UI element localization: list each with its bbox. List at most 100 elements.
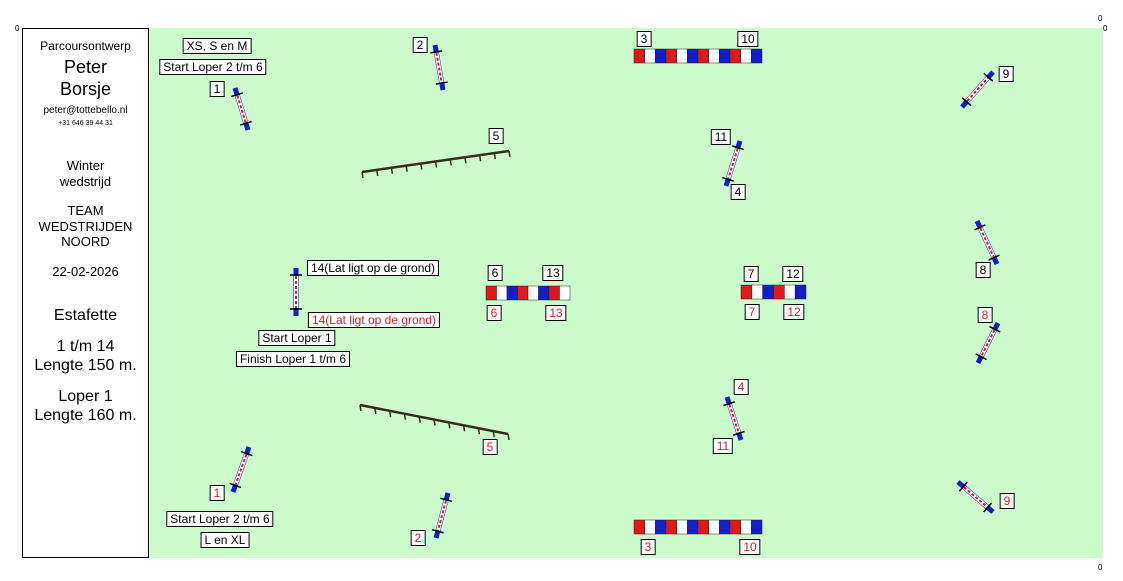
competition-type: Estafette [53,306,118,324]
axis-zero-label: 0 [1098,14,1103,23]
jump-wing [723,401,736,407]
black-obstacle-label: L en XL [200,532,250,548]
axis-zero-label: 0 [1103,24,1108,33]
wall-block [719,519,731,535]
tunnel-rib [508,150,511,158]
tunnel-rib [418,416,421,423]
org-line1: TEAM [67,203,104,219]
wall-block [655,48,667,64]
tunnel-rib [449,159,452,166]
black-obstacle-label: 1 [209,81,225,97]
wall-block [506,285,518,301]
wall-block [538,285,550,301]
red-obstacle-label: 14(Lat ligt op de grond) [307,312,441,328]
event-line1: Winter [66,157,105,173]
tunnel-rib [420,163,423,170]
wall-block [751,519,763,535]
jump-bar [979,329,997,357]
wall-block [527,285,539,301]
black-obstacle-label: 2 [412,37,428,53]
designer-last-name: Borsje [59,78,112,99]
jump-bar-stripes [234,454,248,485]
wall-block [644,519,656,535]
red-obstacle-label: 9 [999,493,1015,509]
red-obstacle-label: 11 [712,438,734,454]
red-obstacle-label: 3 [640,539,656,555]
jump-wing [440,497,453,503]
tunnel-rib [359,404,362,412]
tunnel-rib [448,422,451,429]
wall-block [719,48,731,64]
tunnel-rib [375,169,379,177]
black-obstacle-label: Start Loper 2 t/m 6 [166,511,274,527]
jump-wing [958,481,968,492]
designer-heading: Parcoursontwerp [40,39,131,53]
course-a-length: Lengte 150 m. [34,356,137,374]
tunnel-rib [507,433,510,441]
wall-block [676,519,688,535]
red-obstacle-label: 5 [482,439,498,455]
jump-wing [975,353,987,361]
tunnel-rib [403,413,407,420]
wall-block [697,519,709,535]
wall-block [751,48,763,64]
tunnel-rib [434,161,438,168]
red-obstacle-label: 10 [739,539,761,555]
jump-wing [239,120,252,126]
black-obstacle-label: 6 [487,265,503,281]
wall-block [687,519,699,535]
wall-block [633,519,645,535]
jump-wing [732,430,745,436]
black-obstacle-label: 5 [488,128,504,144]
jump-wing [731,145,744,151]
black-obstacle-label: 14(Lat ligt op de grond) [306,260,440,276]
jump-wing [240,450,253,457]
red-obstacle-label: 1 [209,485,225,501]
red-obstacle-label: 8 [977,307,993,323]
tunnel-rib [405,165,408,172]
black-obstacle-label: 7 [743,266,759,282]
red-obstacle-label: 13 [545,305,567,321]
jump-wing [435,81,448,85]
black-obstacle-label: 3 [636,31,652,47]
info-panel: Parcoursontwerp Peter Borsje peter@totte… [22,28,149,558]
tunnel-rib [390,167,394,174]
black-obstacle-label: 12 [782,266,804,282]
jump-wing [431,528,444,534]
jump-bar-stripes [437,500,447,531]
course-a-title: 1 t/m 14 [56,337,115,355]
org-line3: NOORD [61,234,110,250]
wall-block [784,284,796,300]
wall-block [665,48,677,64]
red-obstacle-label: 7 [744,304,760,320]
tunnel-rib [493,152,497,160]
event-date: 22-02-2026 [52,263,119,279]
jump-bar-stripes [966,77,989,102]
jump-wing [722,176,735,182]
black-obstacle-label: 9 [998,66,1014,82]
tunnel-rib [462,425,466,432]
axis-zero-label: 0 [1098,563,1103,572]
wall-block [773,284,785,300]
black-obstacle-label: Finish Loper 1 t/m 6 [235,351,351,367]
red-obstacle-label: 12 [783,304,805,320]
wall-block [687,48,699,64]
wall-block [729,48,741,64]
wall-block [676,48,688,64]
jump-wing [430,50,443,54]
wall-block [496,285,508,301]
tunnel-rib [477,428,481,435]
black-obstacle-label: 8 [975,262,991,278]
black-obstacle-label: XS, S en M [182,38,252,54]
jump-wing [983,72,994,82]
tunnel-rib [464,157,467,164]
red-obstacle-label: 4 [733,379,749,395]
jump-wing [988,254,1000,261]
wall-block [697,48,709,64]
wall-block [729,519,741,535]
black-obstacle-label: Start Loper 1 [258,330,336,346]
wall-block [708,519,720,535]
axis-zero-label: 0 [15,24,20,33]
jump-bar [434,52,444,83]
